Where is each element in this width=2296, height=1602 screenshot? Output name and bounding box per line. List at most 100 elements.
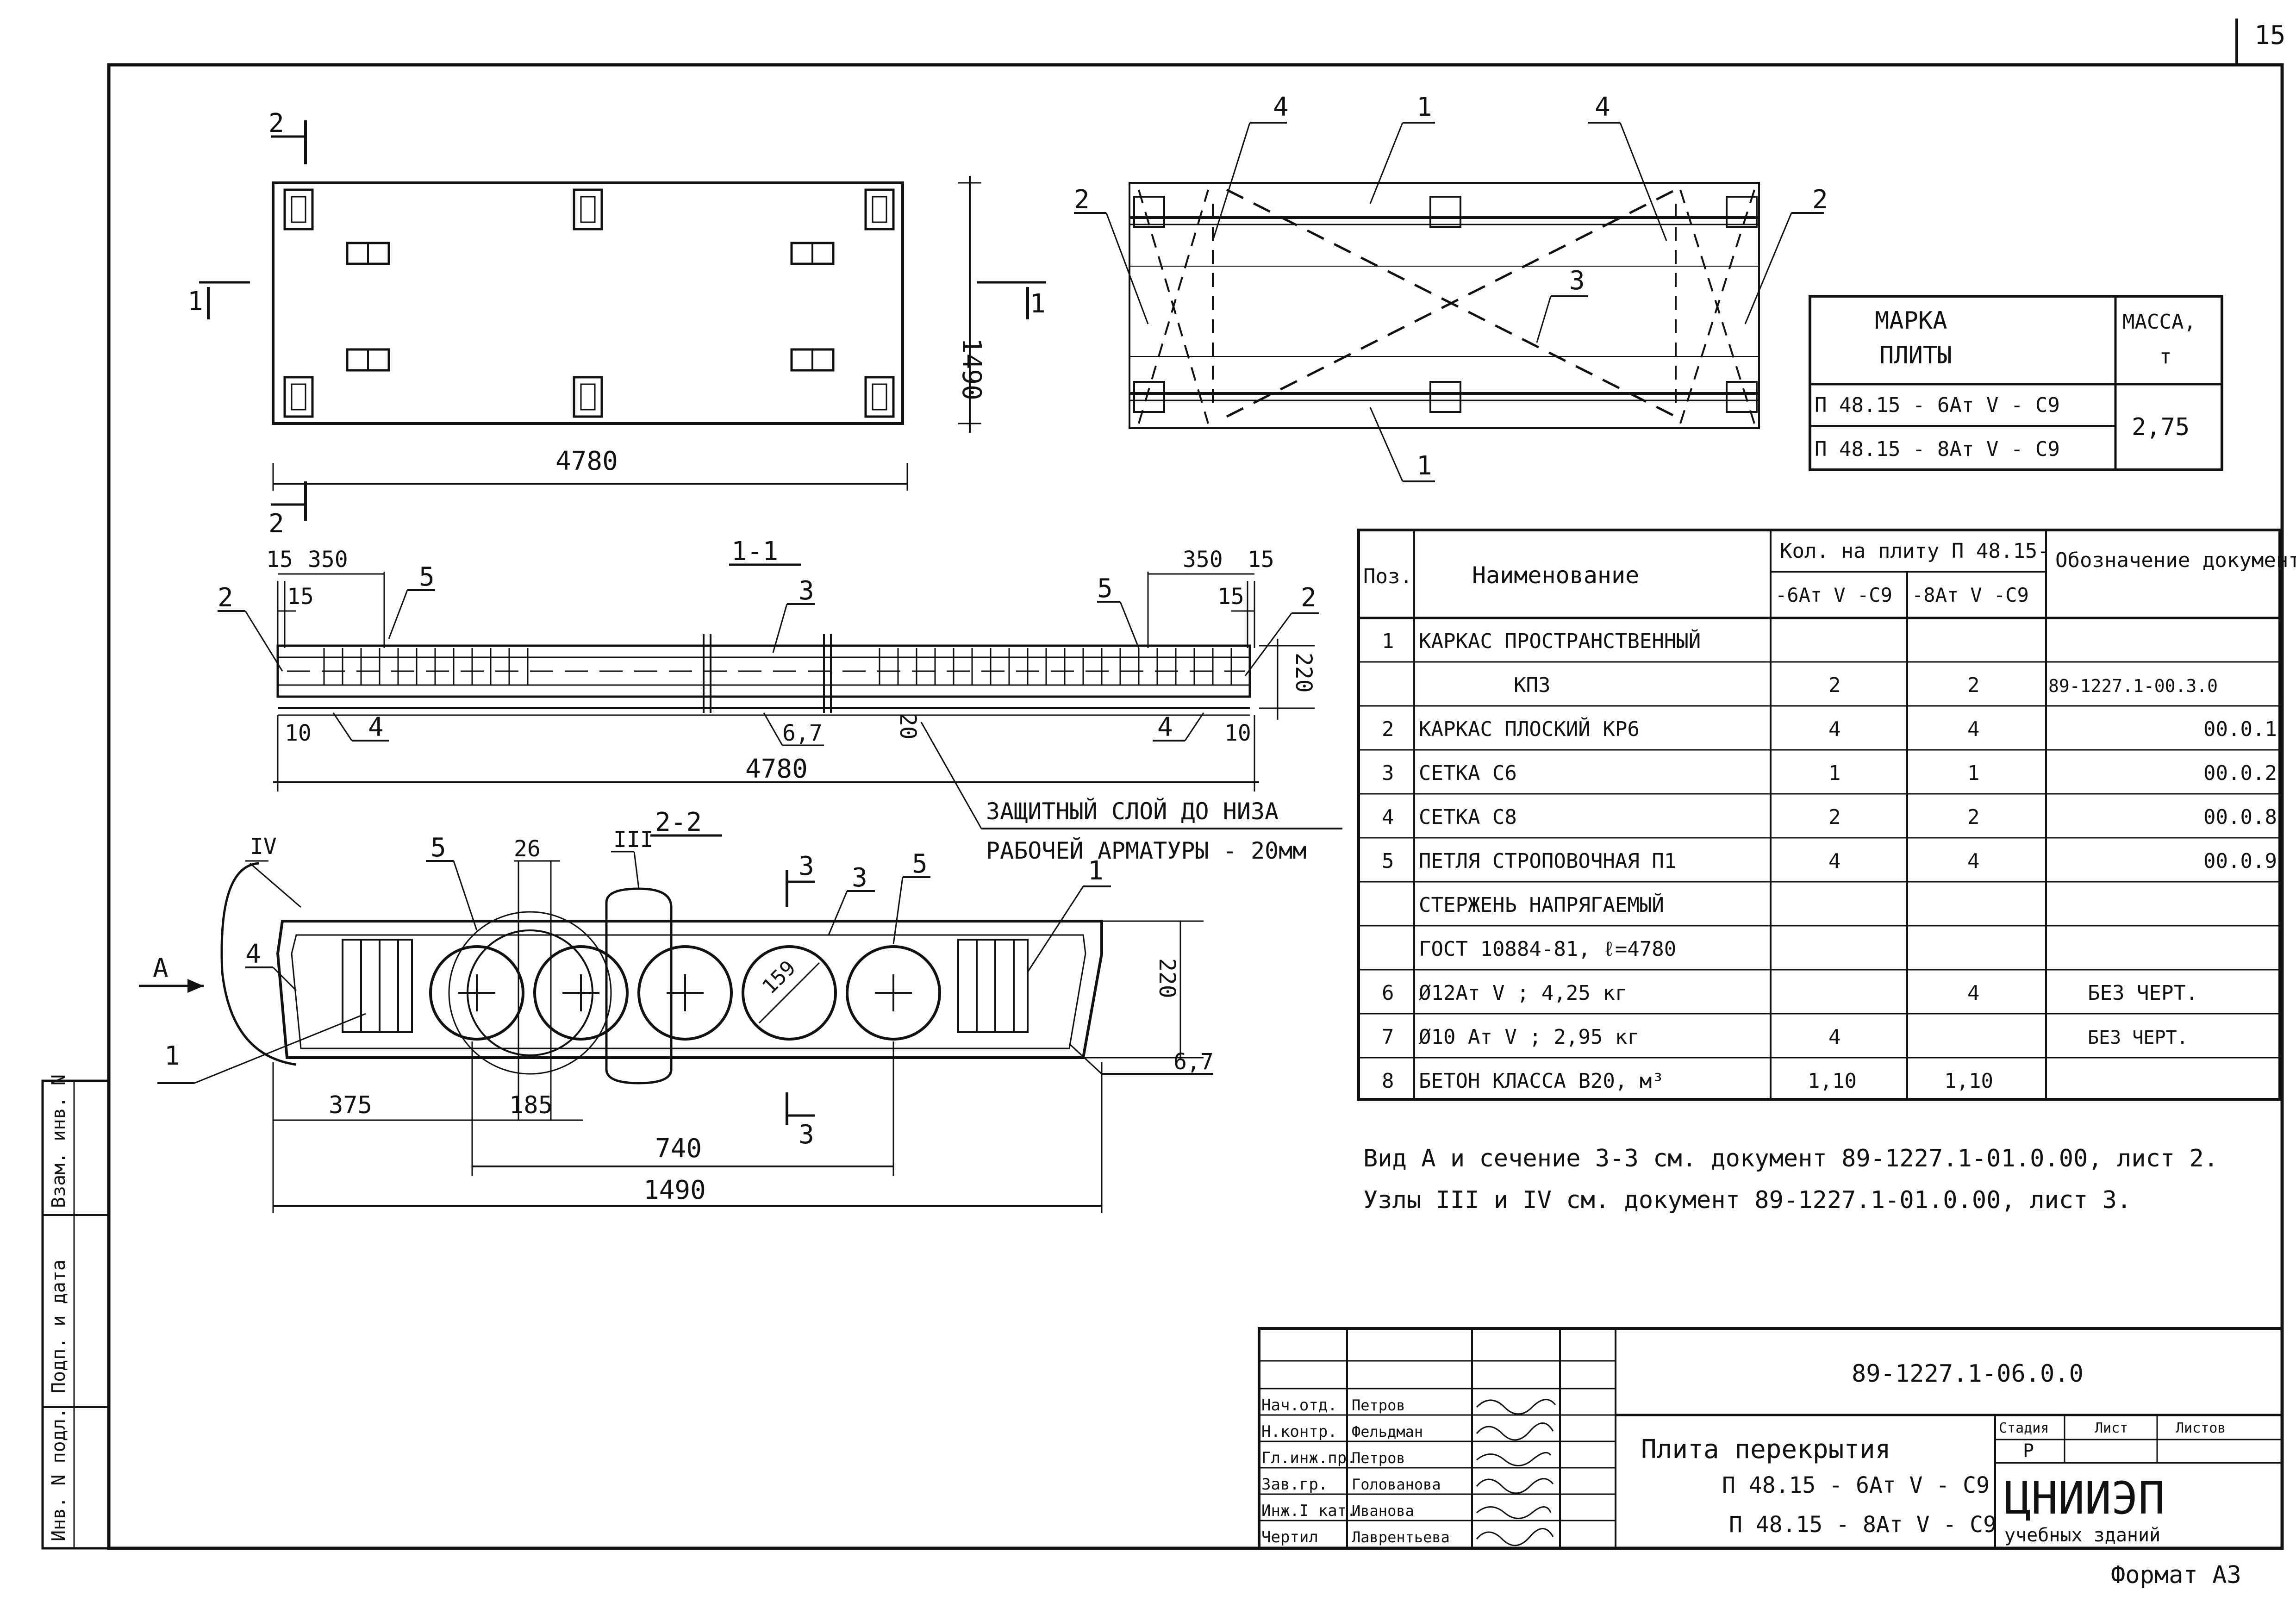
- plan-view: 2 2 1 1 4780 1490: [187, 108, 1046, 539]
- s11-callout-2-right: 2: [1301, 583, 1316, 613]
- dim-6-7-bars: 6,7: [782, 720, 823, 746]
- frame-callout-1-top: 1: [1416, 92, 1432, 122]
- spec-row-qty-b: 4: [1967, 849, 1980, 873]
- view-mark-a: А: [153, 953, 168, 983]
- dim-15-right-inner: 15: [1217, 584, 1244, 610]
- mass-table-header-mass-1: МАССА,: [2122, 310, 2196, 334]
- s11-callout-4-left: 4: [368, 712, 384, 742]
- stage-value: Р: [2023, 1440, 2034, 1462]
- section-2-2-title: 2-2: [655, 807, 702, 837]
- s22-callout-4: 4: [245, 939, 261, 969]
- dim-350-left: 350: [308, 547, 348, 573]
- dim-740: 740: [655, 1134, 702, 1164]
- dim-20-cover: 20: [895, 713, 921, 740]
- frame-callout-2-right: 2: [1812, 185, 1828, 215]
- mass-table: МАРКА ПЛИТЫ МАССА, т П 48.15 - 6Ат V - С…: [1809, 295, 2223, 471]
- spec-row-doc: 00.0.1: [2203, 717, 2277, 741]
- mass-table-header-mark-1: МАРКА: [1875, 307, 1947, 335]
- spec-table: Поз. Наименование Кол. на плиту П 48.15-…: [1357, 529, 2296, 1101]
- mass-table-header-mark-2: ПЛИТЫ: [1879, 342, 1952, 369]
- spec-row-doc: БЕЗ ЧЕРТ.: [2088, 981, 2198, 1005]
- frame-view: 4 1 4 2 2 3 1: [1074, 92, 1828, 482]
- spec-row-pos: 7: [1382, 1025, 1394, 1049]
- cover-note-line1: ЗАЩИТНЫЙ СЛОЙ ДО НИЗА: [986, 798, 1279, 825]
- spec-row-name: КАРКАС ПРОСТРАНСТВЕННЫЙ: [1419, 629, 1701, 653]
- stamp-label-replace: Взам. инв. N: [48, 1074, 69, 1208]
- spec-row-pos: 1: [1382, 630, 1394, 653]
- stage-header: Стадия: [1999, 1420, 2049, 1436]
- spec-row-qty-a: 4: [1828, 849, 1841, 873]
- section-mark-top: 2: [268, 108, 284, 138]
- name-norm: Фельдман: [1352, 1423, 1423, 1440]
- spec-row-name: Ø10 Ат V ; 2,95 кг: [1419, 1025, 1640, 1049]
- spec-row-name: КАРКАС ПЛОСКИЙ КР6: [1419, 717, 1640, 741]
- edge-frames: [342, 939, 1029, 1033]
- role-engineer: Инж.I кат.: [1261, 1502, 1356, 1520]
- sheets-header: Листов: [2176, 1420, 2226, 1436]
- name-head: Петров: [1352, 1396, 1405, 1414]
- spec-row-doc: 00.0.9: [2203, 849, 2277, 873]
- spec-row-doc: 00.0.2: [2203, 761, 2277, 785]
- spec-row-qty-a: 1: [1828, 761, 1841, 785]
- cover-note-line2: РАБОЧЕЙ АРМАТУРЫ - 20мм: [986, 837, 1306, 864]
- node-label-iii: III: [613, 827, 654, 853]
- spec-row-qty-b: 4: [1967, 717, 1980, 741]
- name-drafter: Лаврентьева: [1352, 1528, 1450, 1546]
- spec-row-name: СЕТКА С8: [1419, 805, 1517, 829]
- dim-375: 375: [329, 1091, 372, 1119]
- dim-185: 185: [509, 1091, 553, 1119]
- plan-length-dim: 4780: [555, 446, 618, 476]
- spec-header-qty-b: -8Ат V -С9: [1912, 584, 2029, 606]
- dim-15-left-top: 15: [266, 547, 293, 573]
- role-chief: Гл.инж.пр.: [1261, 1449, 1356, 1467]
- note-line-1: Вид А и сечение 3-3 см. документ 89-1227…: [1363, 1145, 2218, 1172]
- spec-row-qty-b: 2: [1967, 805, 1980, 829]
- spec-row-qty-a: 4: [1828, 717, 1841, 741]
- dim-10-left: 10: [285, 720, 312, 746]
- spec-row-qty-b: 1: [1967, 761, 1980, 785]
- dim-220-height: 220: [1291, 653, 1316, 693]
- section-mark-left: 1: [187, 287, 203, 317]
- frame-callout-1-bottom: 1: [1416, 451, 1432, 481]
- spec-row-name: ПЕТЛЯ СТРОПОВОЧНАЯ П1: [1419, 849, 1676, 873]
- section-1-1: 1-1: [218, 536, 1342, 864]
- spec-header-doc-text: Обозначение документа: [2055, 549, 2296, 572]
- page-number: 15: [2254, 20, 2285, 50]
- name-group: Голованова: [1352, 1476, 1441, 1493]
- spec-row-qty-a: 1,10: [1808, 1069, 1857, 1093]
- s11-callout-5-right: 5: [1097, 573, 1113, 604]
- name-chief: Петров: [1352, 1449, 1405, 1467]
- spec-row-pos: 2: [1382, 717, 1394, 741]
- role-group: Зав.гр.: [1261, 1475, 1328, 1494]
- cut-mark-3-bottom: 3: [799, 1120, 814, 1150]
- spec-header-qty-a: -6Ат V -С9: [1775, 584, 1892, 606]
- spec-row-pos: 6: [1382, 981, 1394, 1005]
- spec-rows: 1 КАРКАС ПРОСТРАНСТВЕННЫЙ КП3 2 2 89-122…: [1382, 629, 2277, 1093]
- dim-15-left-inner: 15: [287, 584, 314, 610]
- section-mark-bottom: 2: [268, 509, 284, 539]
- spec-header-qty: Кол. на плиту П 48.15-: [1780, 539, 2050, 563]
- s11-callout-2-left: 2: [218, 583, 233, 613]
- spec-header-name: Наименование: [1472, 562, 1639, 589]
- void-circles: [429, 945, 941, 1041]
- node-label-iv: IV: [250, 834, 277, 860]
- dim-220-s22: 220: [1154, 958, 1180, 998]
- spec-row-pos: 4: [1382, 805, 1394, 829]
- mass-table-mark-2: П 48.15 - 8Ат V - С9: [1815, 437, 2060, 461]
- s11-callout-4-right: 4: [1157, 712, 1173, 742]
- dim-350-right: 350: [1183, 547, 1223, 573]
- void-diameter-159: 159: [758, 956, 800, 999]
- org-name: ЦНИИЭП: [2004, 1472, 2165, 1524]
- spec-row-name: ГОСТ 10884-81, ℓ=4780: [1419, 937, 1676, 961]
- dim-4780-section: 4780: [745, 754, 808, 784]
- side-stamp: Взам. инв. N Подп. и дата Инв. N подл.: [41, 1074, 110, 1550]
- spec-row-name: Ø12Ат V ; 4,25 кг: [1419, 981, 1627, 1005]
- stamp-label-inv: Инв. N подл.: [48, 1408, 69, 1541]
- format-label: Формат А3: [2111, 1561, 2241, 1589]
- dim-10-right: 10: [1224, 720, 1251, 746]
- spec-header-pos: Поз.: [1363, 565, 1412, 588]
- stamp-label-sign-date: Подп. и дата: [48, 1259, 69, 1393]
- spec-header-doc: Обозначение документа: [2055, 549, 2296, 572]
- frame-callout-3: 3: [1569, 266, 1585, 296]
